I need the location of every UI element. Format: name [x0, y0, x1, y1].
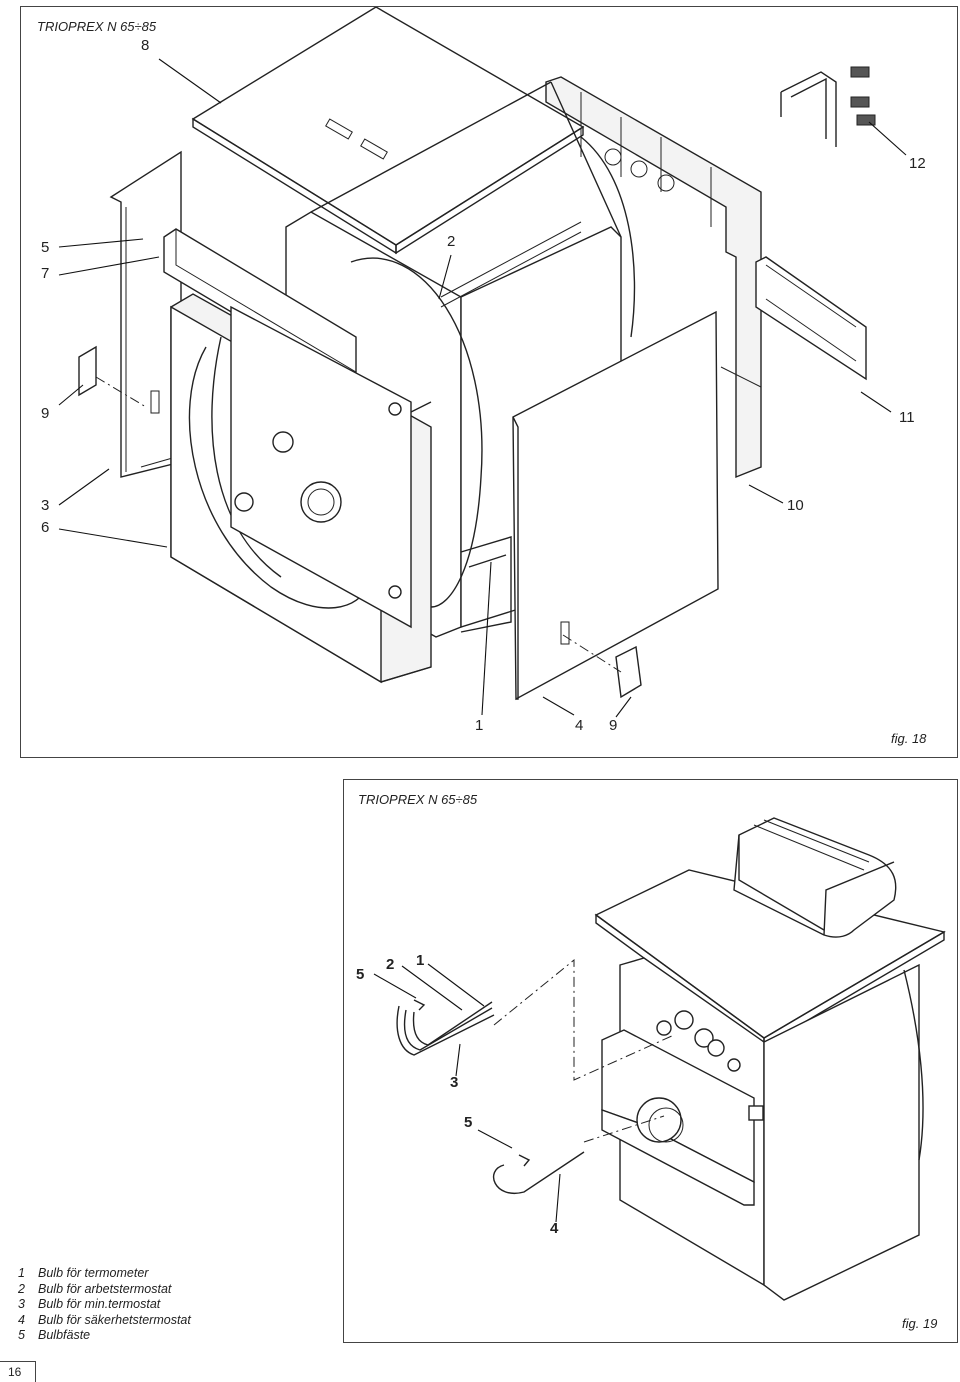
side-casing-panel — [512, 310, 719, 701]
door-inner-plate — [230, 305, 412, 629]
callout-4: 4 — [550, 1220, 559, 1237]
callout-10: 10 — [787, 497, 804, 514]
figure-18-panel: TRIOPREX N 65÷85 — [20, 6, 958, 758]
combustion-drum — [350, 257, 483, 608]
callout-9-right: 9 — [609, 717, 618, 734]
bulb-route-upper — [493, 958, 675, 1081]
bulb-tube-4 — [493, 1151, 585, 1195]
figure-18-title: TRIOPREX N 65÷85 — [37, 19, 157, 34]
callout-5: 5 — [41, 239, 50, 256]
figure-18-label: fig. 18 — [891, 731, 927, 746]
bulb-tube-2 — [403, 1007, 493, 1051]
figure-18-exploded-drawing — [58, 7, 907, 718]
callout-5-lower: 5 — [464, 1114, 473, 1131]
callout-11: 11 — [899, 409, 915, 426]
door-seal-ring — [188, 346, 367, 609]
figure-19-bulb-diagram — [373, 817, 946, 1301]
callout-12: 12 — [909, 155, 926, 172]
flue-opening — [636, 1097, 682, 1143]
hinge-plate-right — [615, 645, 642, 699]
callout-2: 2 — [386, 956, 395, 973]
boiler-side-panel — [763, 963, 920, 1301]
callout-1: 1 — [475, 717, 484, 734]
control-unit-box — [733, 817, 897, 938]
callout-3: 3 — [450, 1074, 459, 1091]
drum-edge — [903, 969, 924, 1161]
side-rail-part-11 — [755, 256, 867, 381]
page-number: 16 — [8, 1365, 22, 1379]
callout-7: 7 — [41, 265, 50, 282]
page-number-box: 16 — [0, 1361, 36, 1382]
burner-port — [300, 481, 342, 523]
callout-6: 6 — [41, 519, 50, 536]
top-rail-part-12 — [780, 71, 837, 147]
callout-5-upper: 5 — [356, 966, 365, 983]
bulb-route-lower — [583, 1115, 665, 1143]
callout-3: 3 — [41, 497, 50, 514]
callout-9-left: 9 — [41, 405, 50, 422]
hinge-plate-left — [78, 345, 97, 397]
callout-2: 2 — [447, 233, 456, 250]
figure-19-title: TRIOPREX N 65÷85 — [358, 792, 478, 807]
callout-8: 8 — [141, 37, 150, 54]
left-side-panel — [109, 150, 182, 478]
bulb-tube-1 — [396, 1005, 495, 1056]
figure-19-label: fig. 19 — [902, 1316, 938, 1331]
top-cover-part-8 — [191, 7, 585, 246]
figure-19-panel: TRIOPREX N 65÷85 — [343, 779, 958, 1343]
rear-insulation-panel — [545, 76, 762, 479]
bulb-tube-3 — [412, 1001, 493, 1046]
callout-4: 4 — [575, 717, 584, 734]
callout-1: 1 — [416, 952, 425, 969]
